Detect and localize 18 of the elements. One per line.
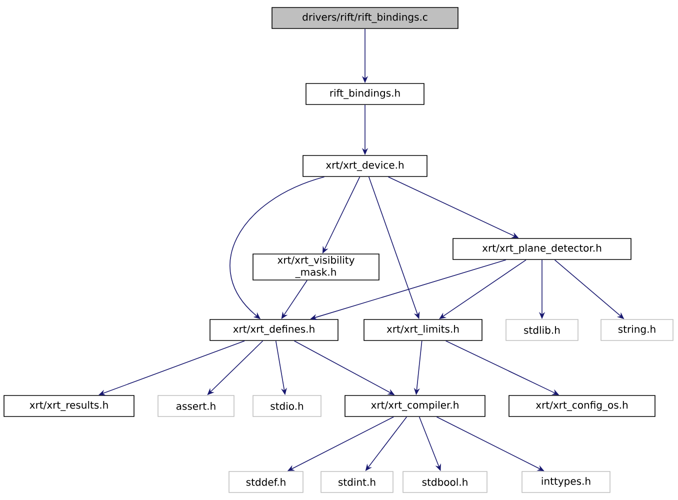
file-box: xrt/xrt_results.h — [4, 395, 134, 417]
file-box: xrt/xrt_defines.h — [210, 319, 338, 341]
file-box: xrt/xrt_device.h — [302, 155, 428, 177]
file-box: stdbool.h — [402, 471, 488, 493]
file-box: stdlib.h — [506, 319, 578, 341]
file-box: inttypes.h — [522, 471, 610, 493]
file-box: xrt/xrt_limits.h — [364, 319, 482, 341]
file-box: xrt/xrt_config_os.h — [508, 395, 656, 417]
file-box: xrt/xrt_visibility _mask.h — [252, 254, 380, 280]
file-box: assert.h — [158, 395, 234, 417]
file-box: stddef.h — [228, 471, 304, 493]
file-box: stdio.h — [252, 395, 322, 417]
file-box: stdint.h — [320, 471, 394, 493]
file-box: xrt/xrt_plane_detector.h — [452, 238, 632, 260]
file-box: rift_bindings.h — [306, 83, 424, 105]
file-box: string.h — [600, 319, 674, 341]
file-box: xrt/xrt_compiler.h — [344, 395, 486, 417]
file-box: drivers/rift/rift_bindings.c — [272, 7, 458, 29]
